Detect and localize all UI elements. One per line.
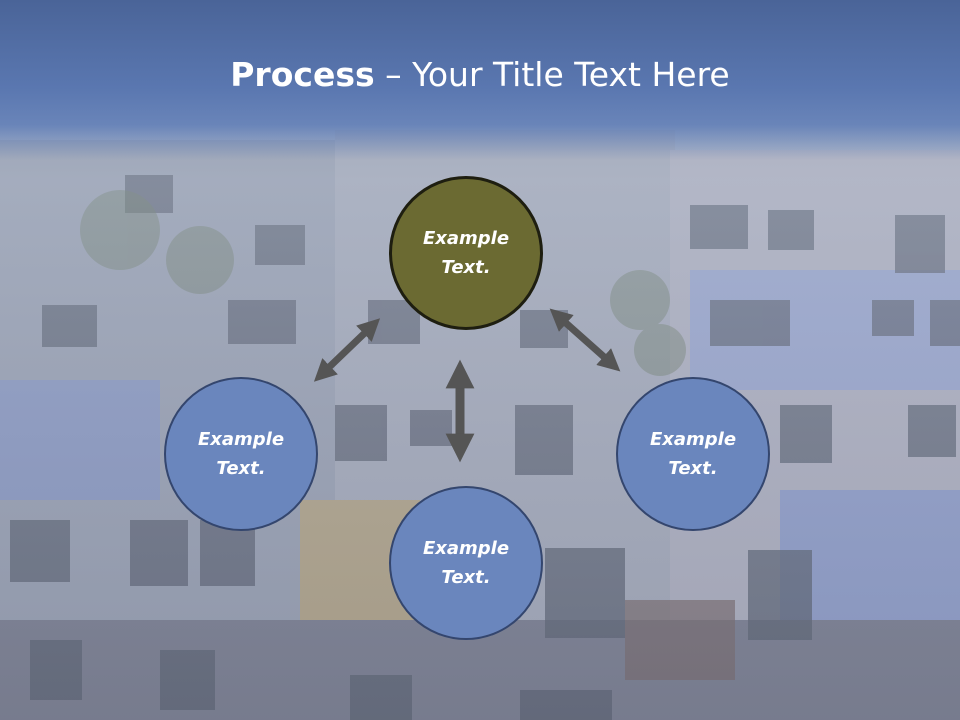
node-right-text: Example Text.	[649, 429, 737, 479]
node-top-text: Example Text.	[422, 228, 510, 278]
title-strong: Process	[230, 55, 375, 94]
slide-title[interactable]: Process – Your Title Text Here	[0, 52, 960, 98]
double-arrow-left	[313, 318, 381, 382]
node-bottom-text: Example Text.	[422, 538, 510, 588]
title-rest: Your Title Text Here	[412, 55, 730, 94]
node-right[interactable]: Example Text.	[616, 377, 770, 531]
header-band	[0, 0, 960, 160]
node-bottom[interactable]: Example Text.	[389, 486, 543, 640]
node-left-text: Example Text.	[197, 429, 285, 479]
title-dash: –	[374, 55, 413, 94]
node-top[interactable]: Example Text.	[389, 176, 543, 330]
node-left[interactable]: Example Text.	[164, 377, 318, 531]
double-arrow-right	[549, 308, 621, 372]
